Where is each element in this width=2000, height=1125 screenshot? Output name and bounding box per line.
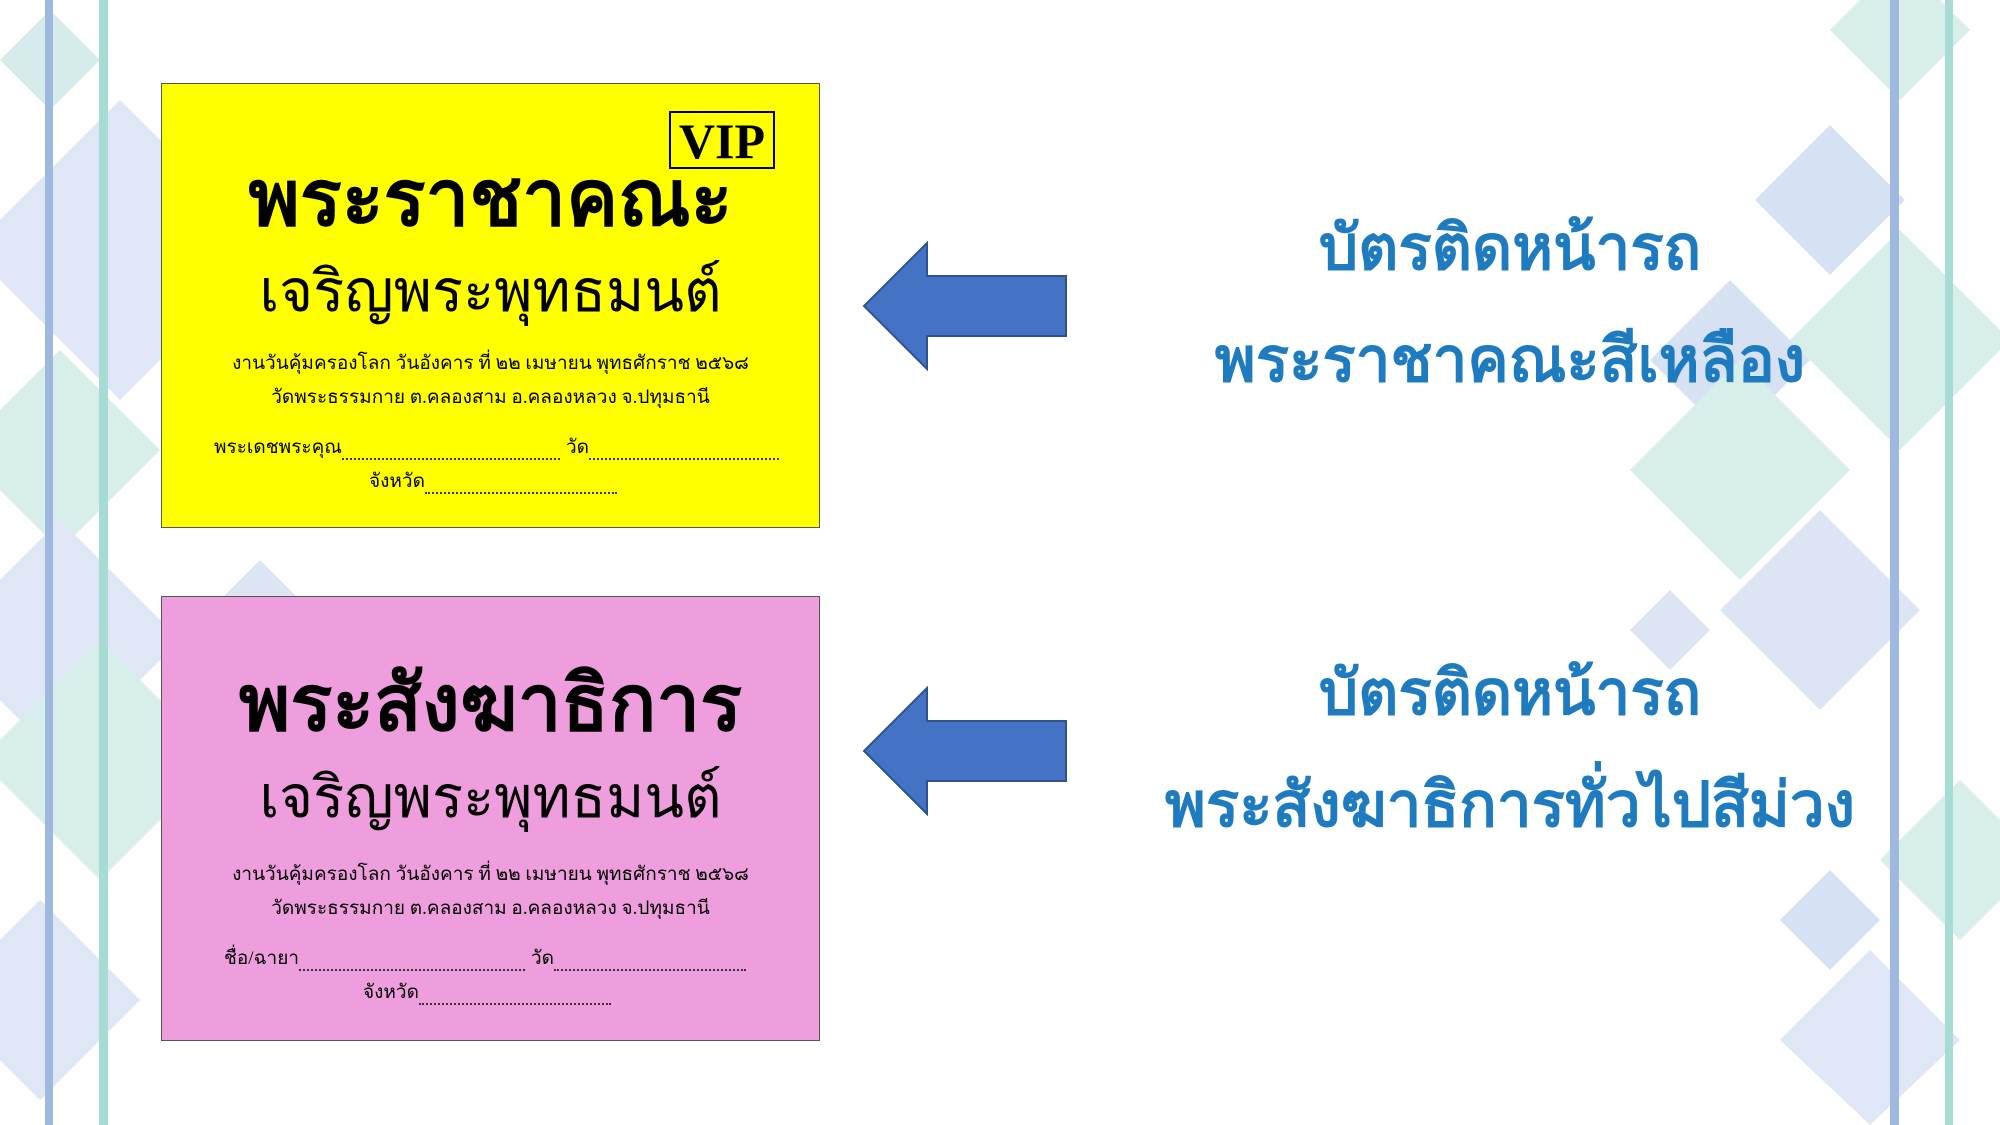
province-label: จังหวัด	[363, 982, 419, 1003]
card-subtitle: เจริญพระพุทธมนต์	[259, 765, 722, 830]
vip-badge: VIP	[668, 111, 775, 169]
caption-line-1: บัตรติดหน้ารถ	[1318, 656, 1702, 729]
name-field: ชื่อ/ฉายา วัด	[224, 947, 747, 971]
province-field: จังหวัด	[363, 981, 611, 1005]
name-label: พระเดชพระคุณ	[214, 437, 342, 458]
province-field: จังหวัด	[369, 470, 617, 494]
temple-label: วัด	[531, 948, 555, 969]
temple-label: วัด	[565, 437, 589, 458]
caption-line-2: พระสังฆาธิการทั่วไปสีม่วง	[1165, 768, 1855, 841]
vertical-stripes	[45, 0, 1953, 1125]
province-dotted-line	[424, 478, 617, 494]
event-line: งานวันคุ้มครองโลก วันอังคาร ที่ ๒๒ เมษาย…	[232, 864, 749, 885]
left-arrow-icon	[862, 241, 1067, 371]
temple-dotted-line	[554, 955, 747, 971]
card-subtitle: เจริญพระพุทธมนต์	[259, 259, 722, 324]
pink-card-caption: บัตรติดหน้ารถ พระสังฆาธิการทั่วไปสีม่วง	[1060, 637, 1960, 861]
caption-line-2: พระราชาคณะสีเหลือง	[1214, 323, 1806, 396]
event-line: งานวันคุ้มครองโลก วันอังคาร ที่ ๒๒ เมษาย…	[232, 353, 749, 374]
card-title: พระสังฆาธิการ	[238, 660, 743, 747]
province-dotted-line	[418, 989, 611, 1005]
name-dotted-line	[341, 444, 560, 460]
name-field: พระเดชพระคุณ วัด	[214, 436, 779, 460]
location-line: วัดพระธรรมกาย ต.คลองสาม อ.คลองหลวง จ.ปทุ…	[271, 898, 710, 919]
province-label: จังหวัด	[369, 471, 425, 492]
right-diamond-pattern	[1630, 0, 2000, 1125]
left-arrow-icon	[862, 686, 1067, 816]
pink-vehicle-card: พระสังฆาธิการ เจริญพระพุทธมนต์ งานวันคุ้…	[161, 596, 820, 1041]
yellow-vehicle-card: VIP พระราชาคณะ เจริญพระพุทธมนต์ งานวันคุ…	[161, 83, 820, 528]
name-label: ชื่อ/ฉายา	[224, 948, 299, 969]
location-line: วัดพระธรรมกาย ต.คลองสาม อ.คลองหลวง จ.ปทุ…	[271, 387, 710, 408]
card-title: พระราชาคณะ	[248, 155, 733, 242]
name-dotted-line	[299, 955, 525, 971]
yellow-card-caption: บัตรติดหน้ารถ พระราชาคณะสีเหลือง	[1060, 192, 1960, 416]
caption-line-1: บัตรติดหน้ารถ	[1318, 211, 1702, 284]
temple-dotted-line	[588, 444, 779, 460]
